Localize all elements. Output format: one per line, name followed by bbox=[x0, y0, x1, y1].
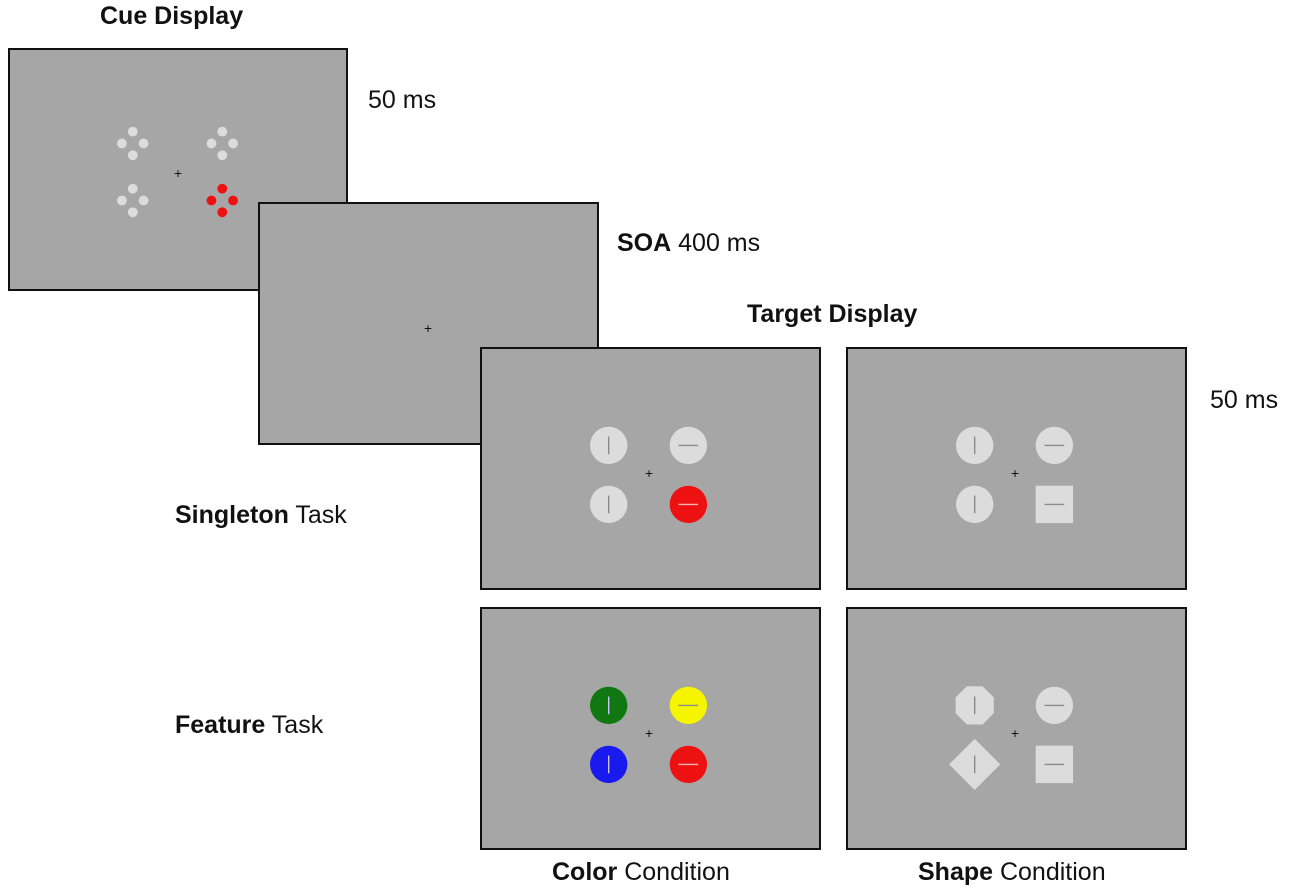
cue-dot bbox=[127, 126, 138, 137]
cue-display-screen: + bbox=[8, 48, 348, 291]
stimulus-circle-placeholder bbox=[956, 485, 994, 524]
cue-dot-cluster-red bbox=[206, 183, 238, 218]
fixation-cross: + bbox=[645, 727, 654, 740]
stimulus-diamond-placeholder bbox=[949, 738, 1001, 790]
stimulus-square-placeholder bbox=[1035, 485, 1074, 524]
stimulus-circle-red bbox=[669, 485, 708, 524]
color-condition-label: Color Condition bbox=[552, 858, 730, 886]
cue-dot bbox=[127, 207, 138, 218]
cue-duration-label: 50 ms bbox=[368, 86, 437, 114]
target-singleton-shape-graphic: + bbox=[956, 426, 1074, 524]
cue-dot bbox=[228, 138, 238, 149]
stimulus-octagon-placeholder bbox=[955, 686, 994, 725]
stimulus-circle-placeholder bbox=[590, 426, 628, 465]
stimulus-circle-green bbox=[590, 686, 628, 725]
cue-dot-cluster-placeholder bbox=[206, 126, 238, 161]
cue-dot bbox=[138, 138, 149, 149]
cue-display-title: Cue Display bbox=[100, 2, 244, 30]
stimulus-circle-yellow bbox=[669, 686, 708, 725]
singleton-task-label: Singleton Task bbox=[175, 501, 347, 529]
stimulus-circle-placeholder bbox=[590, 485, 628, 524]
target-feature-shape-graphic: + bbox=[949, 686, 1074, 790]
cue-dot bbox=[117, 138, 127, 149]
target-display-title: Target Display bbox=[747, 300, 918, 328]
target-singleton-color-screen: + bbox=[480, 347, 821, 590]
stimulus-circle-blue bbox=[590, 745, 628, 784]
cue-display-graphic: + bbox=[117, 126, 238, 218]
cue-dot-cluster-placeholder bbox=[117, 126, 149, 161]
cue-dot bbox=[217, 126, 228, 137]
fixation-cross: + bbox=[1011, 467, 1020, 480]
stimulus-circle-placeholder bbox=[1035, 686, 1074, 725]
cue-dot bbox=[217, 207, 228, 218]
stimulus-circle-placeholder bbox=[1035, 426, 1074, 465]
feature-task-label: Feature Task bbox=[175, 711, 324, 739]
cue-dot-cluster-placeholder bbox=[117, 183, 149, 218]
cue-dot bbox=[206, 138, 217, 149]
target-feature-color-graphic: + bbox=[590, 686, 708, 784]
target-singleton-color-graphic: + bbox=[590, 426, 708, 524]
cue-dot bbox=[228, 195, 238, 206]
soa-display-graphic: + bbox=[423, 322, 432, 335]
target-feature-color-screen: + bbox=[480, 607, 821, 850]
fixation-cross: + bbox=[423, 322, 432, 335]
cue-dot bbox=[127, 150, 138, 161]
stimulus-square-placeholder bbox=[1035, 745, 1074, 784]
target-duration-label: 50 ms bbox=[1210, 386, 1279, 414]
cue-dot bbox=[206, 195, 217, 206]
shape-condition-label: Shape Condition bbox=[918, 858, 1106, 886]
cue-dot bbox=[138, 195, 149, 206]
target-singleton-shape-screen: + bbox=[846, 347, 1187, 590]
fixation-cross: + bbox=[1011, 727, 1020, 740]
cue-dot bbox=[217, 183, 228, 194]
cue-dot bbox=[117, 195, 127, 206]
stimulus-circle-placeholder bbox=[956, 426, 994, 465]
fixation-cross: + bbox=[173, 167, 182, 180]
soa-label: SOA 400 ms bbox=[617, 229, 761, 257]
cue-dot bbox=[127, 183, 138, 194]
target-feature-shape-screen: + bbox=[846, 607, 1187, 850]
cue-dot bbox=[217, 150, 228, 161]
stimulus-circle-placeholder bbox=[669, 426, 708, 465]
stimulus-circle-red bbox=[669, 745, 708, 784]
fixation-cross: + bbox=[645, 467, 654, 480]
